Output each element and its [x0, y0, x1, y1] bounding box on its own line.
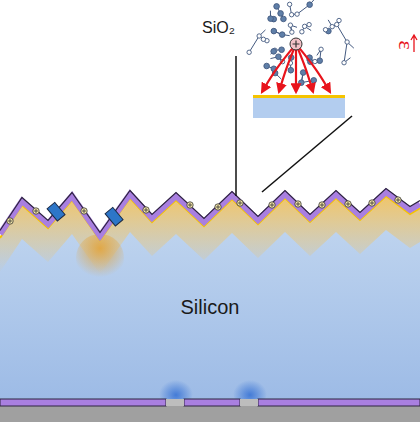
- rear-passivation: [0, 399, 166, 406]
- fixed-charge: [81, 208, 87, 214]
- fixed-charge: [395, 197, 401, 203]
- rear-opening: [166, 399, 184, 406]
- field-arrow: [295, 44, 297, 92]
- fixed-charge: [269, 202, 275, 208]
- plus-sign: [293, 41, 300, 48]
- silicon-region: Silicon: [0, 250, 420, 395]
- field-arrow: [296, 44, 313, 92]
- material-label: SiO₂: [202, 20, 235, 36]
- passivation-inset: [236, 0, 417, 196]
- positive-charge: [290, 38, 302, 50]
- inset-oxide: [253, 95, 345, 98]
- fixed-charge: [215, 204, 221, 210]
- inset-silicon: [253, 98, 345, 118]
- fixed-charge: [187, 202, 193, 208]
- fixed-charge: [143, 207, 149, 213]
- rear-passivation: [184, 399, 240, 406]
- rear-metal: [0, 406, 420, 422]
- silicon-body: [0, 189, 420, 422]
- front-contact: [105, 207, 123, 226]
- field-arrow: [279, 44, 296, 92]
- leader-line: [235, 56, 237, 196]
- passivation-layer: [0, 192, 420, 236]
- silicon-bulk: [0, 196, 420, 400]
- front-contact: [47, 202, 65, 221]
- fixed-charge: [319, 202, 325, 208]
- field-arrow: [296, 44, 330, 92]
- fixed-charge: [33, 208, 39, 214]
- leader-line: [262, 116, 352, 192]
- fixed-charge: [369, 200, 375, 206]
- molecule-network: [247, 0, 354, 85]
- fixed-charge: [237, 200, 243, 206]
- field-symbol: ε: [395, 40, 417, 49]
- region-label: Silicon: [181, 296, 240, 319]
- fixed-charge: [345, 201, 351, 207]
- fixed-charge: [7, 218, 13, 224]
- field-arrow: [262, 44, 296, 92]
- passivation-outline: [0, 189, 420, 233]
- rear-passivation: [258, 399, 420, 406]
- fixed-charge: [295, 201, 301, 207]
- rear-opening: [240, 399, 258, 406]
